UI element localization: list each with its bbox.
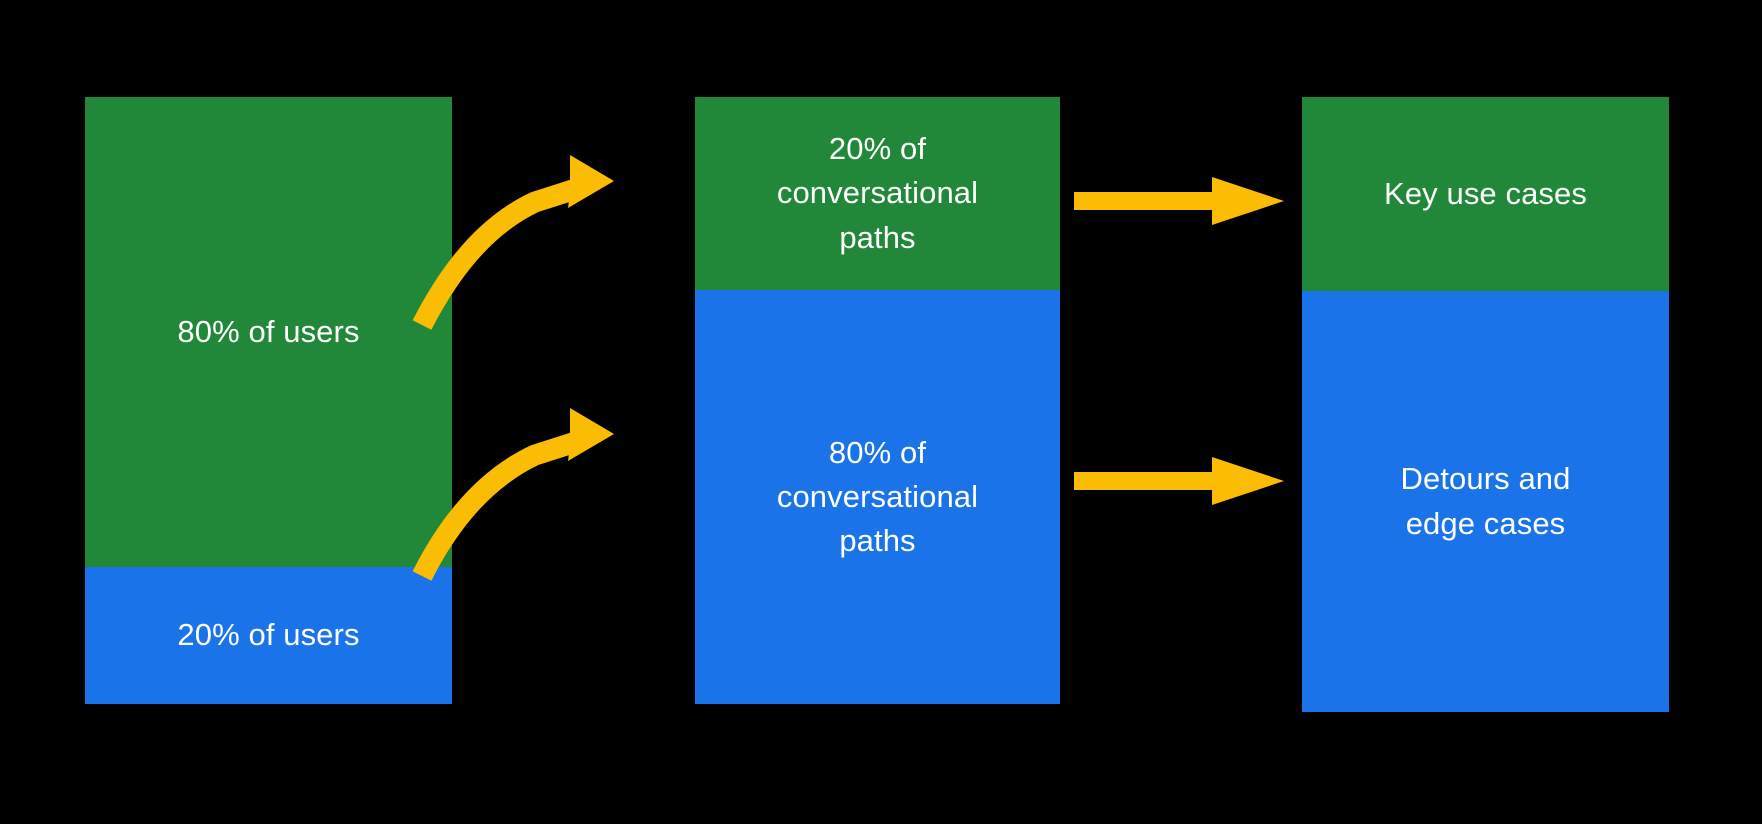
segment-label: 20% of users <box>177 617 360 653</box>
column-users: 80% of users 20% of users <box>85 97 452 704</box>
segment-label: Detours and edge cases <box>1400 461 1571 541</box>
segment-paths-minority: 20% of conversational paths <box>695 97 1060 290</box>
segment-label: 80% of users <box>177 313 360 349</box>
segment-detours-edge-cases: Detours and edge cases <box>1302 291 1669 712</box>
curved-arrow-icon-top <box>412 155 614 330</box>
segment-key-use-cases: Key use cases <box>1302 97 1669 291</box>
column-conversational-paths: 20% of conversational paths 80% of conve… <box>695 97 1060 704</box>
curved-arrow-icon-bottom <box>412 408 614 581</box>
straight-arrow-icon-top <box>1074 177 1284 225</box>
segment-label: 20% of conversational paths <box>776 131 979 255</box>
segment-label: 80% of conversational paths <box>776 434 979 558</box>
column-use-cases: Key use cases Detours and edge cases <box>1302 97 1669 712</box>
segment-label: Key use cases <box>1384 175 1587 211</box>
segment-users-minority: 20% of users <box>85 567 452 704</box>
segment-users-majority: 80% of users <box>85 97 452 567</box>
segment-paths-majority: 80% of conversational paths <box>695 290 1060 704</box>
straight-arrow-icon-bottom <box>1074 457 1284 505</box>
